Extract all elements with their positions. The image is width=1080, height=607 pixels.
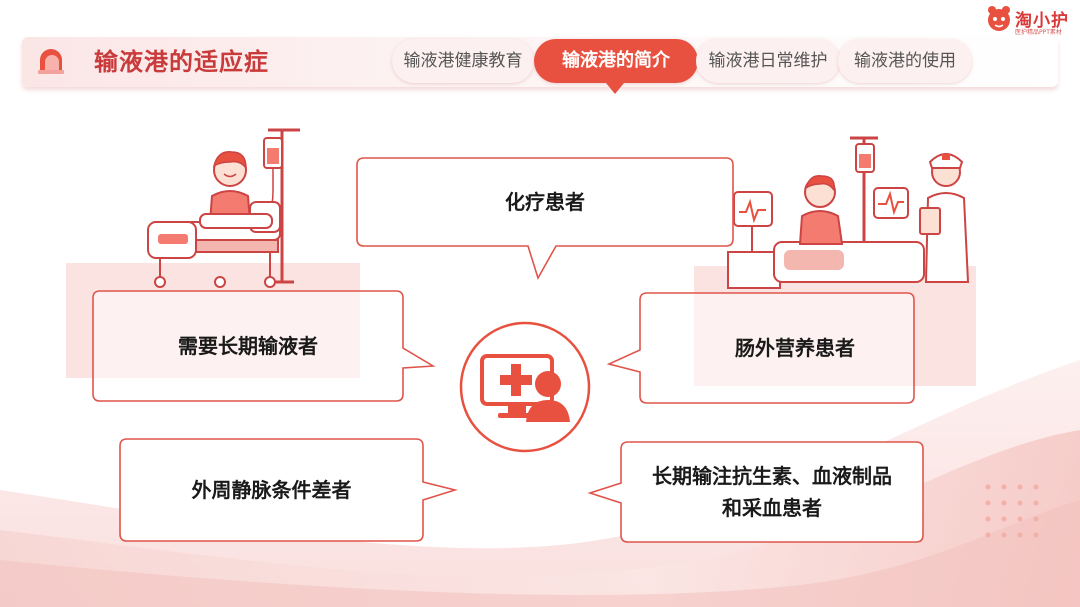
bubble-label: 长期输注抗生素、血液制品 和采血患者 [620, 441, 924, 543]
bubble-label: 肠外营养患者 [735, 336, 855, 360]
logo-name: 淘小护 [1015, 11, 1069, 31]
decor-dot-pattern [985, 484, 1039, 538]
bubble-poor-peripheral-veins: 外周静脉条件差者 [119, 438, 458, 542]
tab-usage[interactable]: 输液港的使用 [838, 39, 972, 83]
tab-introduction[interactable]: 输液港的简介 [534, 39, 698, 83]
logo-tagline: 医护精品PPT素材 [1015, 29, 1062, 36]
bubble-label-line2: 和采血患者 [722, 496, 822, 520]
bubble-long-term-infusion: 需要长期输液者 [92, 290, 436, 402]
bubble-parenteral-nutrition: 肠外营养患者 [606, 292, 950, 404]
bubble-chemotherapy: 化疗患者 [356, 157, 734, 281]
bubble-outline [356, 157, 734, 281]
brand-logo: 淘小护 医护精品PPT素材 [984, 4, 1074, 38]
bubble-antibiotics-blood: 长期输注抗生素、血液制品 和采血患者 [587, 441, 924, 543]
bubble-label: 需要长期输液者 [178, 334, 318, 358]
bubble-label-line1: 长期输注抗生素、血液制品 [652, 464, 892, 488]
bubble-label: 外周静脉条件差者 [191, 478, 352, 502]
active-tab-pointer [606, 83, 624, 94]
bubble-outline [119, 438, 458, 542]
header-decor-icon [38, 49, 64, 74]
nurse-with-patient-illustration [727, 136, 970, 289]
tab-health-education[interactable]: 输液港健康教育 [392, 39, 534, 83]
logo-mascot-icon [988, 6, 1010, 31]
bubble-outline [92, 290, 436, 402]
patient-in-bed-illustration [147, 128, 300, 288]
bubble-label: 化疗患者 [505, 190, 585, 214]
bubble-outline [587, 441, 924, 543]
medical-monitor-icon [459, 321, 591, 453]
tab-daily-maintenance[interactable]: 输液港日常维护 [696, 39, 840, 83]
page-title: 输液港的适应症 [94, 47, 269, 76]
bubble-outline [606, 292, 915, 404]
